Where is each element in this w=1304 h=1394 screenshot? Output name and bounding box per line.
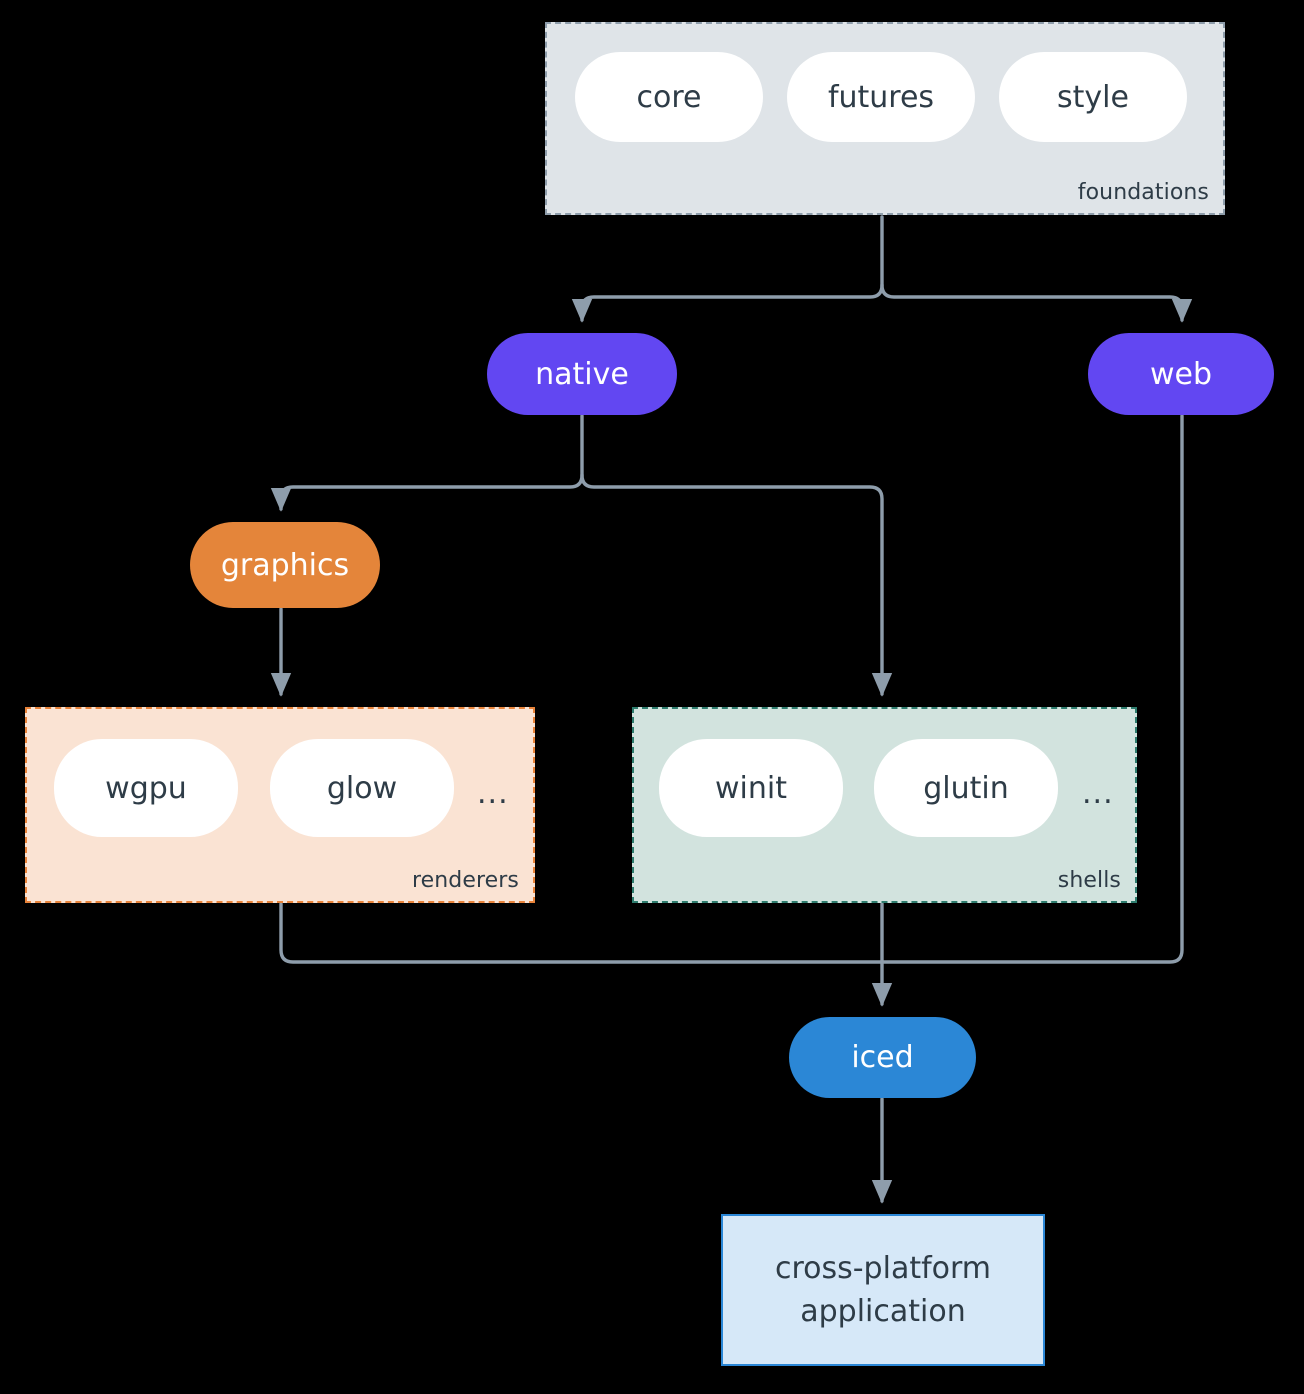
edge-foundations-web [880, 283, 1193, 323]
node-wgpu-label: wgpu [105, 770, 187, 806]
node-native[interactable]: native [487, 333, 677, 415]
node-iced-label: iced [851, 1040, 914, 1075]
cluster-foundations-label: foundations [1077, 180, 1209, 205]
application-label-line1: cross-platform [774, 1250, 992, 1286]
node-graphics-label: graphics [220, 547, 350, 583]
edge-native-graphics [270, 414, 584, 512]
node-wgpu[interactable]: wgpu [54, 739, 238, 837]
node-graphics[interactable]: graphics [190, 522, 380, 608]
node-core-label: core [636, 79, 702, 115]
edge-foundations-native [571, 215, 884, 323]
node-glutin-label: glutin [923, 770, 1009, 806]
node-iced[interactable]: iced [789, 1017, 976, 1098]
node-core[interactable]: core [575, 52, 763, 142]
cluster-shells-label: shells [1057, 868, 1121, 893]
node-glow[interactable]: glow [270, 739, 454, 837]
node-glow-label: glow [326, 770, 398, 806]
node-style[interactable]: style [999, 52, 1187, 142]
edge-renderers-iced [279, 902, 884, 964]
cluster-renderers-label: renderers [411, 868, 519, 893]
node-native-label: native [535, 356, 629, 392]
node-style-label: style [1057, 79, 1129, 115]
node-glutin[interactable]: glutin [874, 739, 1058, 837]
node-cross-platform-application[interactable]: cross-platform application [721, 1214, 1045, 1366]
node-futures[interactable]: futures [787, 52, 975, 142]
renderers-ellipsis: ... [477, 776, 509, 811]
node-winit-label: winit [715, 770, 787, 806]
shells-ellipsis: ... [1082, 776, 1114, 811]
cluster-renderers[interactable]: wgpu glow ... renderers [25, 707, 535, 903]
node-web[interactable]: web [1088, 333, 1274, 415]
cluster-foundations[interactable]: core futures style foundations [545, 22, 1225, 215]
edge-native-shells [580, 473, 893, 697]
cluster-shells[interactable]: winit glutin ... shells [632, 707, 1137, 903]
node-futures-label: futures [827, 79, 935, 115]
node-web-label: web [1149, 356, 1213, 392]
application-label-line2: application [800, 1294, 966, 1329]
node-winit[interactable]: winit [659, 739, 843, 837]
